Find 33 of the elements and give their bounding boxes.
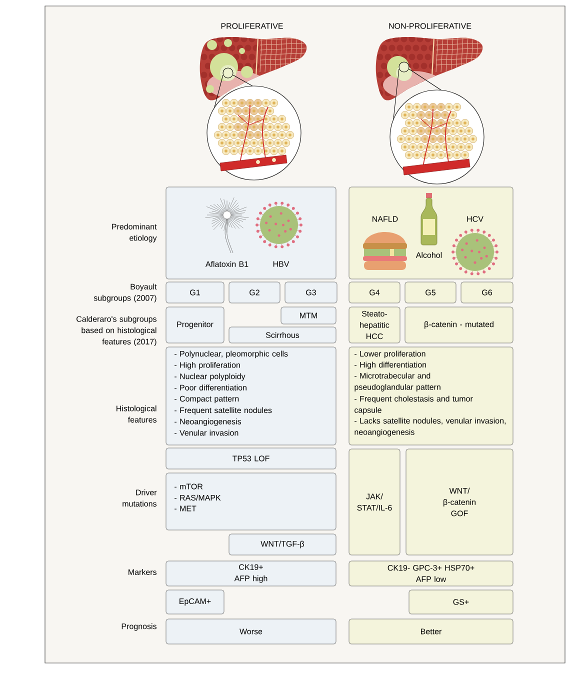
subgroup-box: G1 — [166, 282, 224, 304]
mutation-list-box: - mTOR - RAS/MAPK - MET — [166, 472, 336, 530]
row-label: Prognosis — [122, 623, 156, 631]
prognosis-box: Better — [348, 618, 514, 644]
mutation-box: JAK/ STAT/IL-6 — [348, 448, 400, 556]
row-label: Calderaro's subgroups based on histological features (2017) — [76, 316, 156, 346]
marker-box: GS+ — [408, 590, 514, 614]
prognosis-box: Worse — [166, 618, 336, 644]
subgroup-box: β-catenin - mutated — [404, 306, 514, 344]
marker-box: CK19- GPC-3+ HSP70+ AFP low — [348, 560, 514, 586]
feature-list-box: - Lower proliferation - High differentiation - Microtrabecular and pseudoglandular pattern - Frequent cholestasis and tumor capsule - Lacks satellite nodules, venular invasion, neoangiogenesis — [348, 346, 514, 446]
marker-box: EpCAM+ — [166, 590, 224, 614]
row-label: Histological features — [116, 405, 157, 423]
row-label: Driver mutations — [122, 489, 157, 507]
mutation-box: TP53 LOF — [166, 448, 336, 470]
subgroup-box: Scirrhous — [228, 326, 336, 344]
subgroup-box: Progenitor — [166, 306, 224, 344]
mutation-box: WNT/ β-catenin GOF — [406, 448, 514, 556]
feature-list-box: - Polynuclear, pleomorphic cells - High proliferation - Nuclear polyploidy - Poor differentiation - Compact pattern - Frequent satellite nodules - Neoangiogenesis - Venular invasion — [166, 346, 336, 446]
row-label: Markers — [128, 569, 157, 575]
column-heading: NON-PROLIFERATIVE — [389, 23, 472, 29]
subgroup-box: MTM — [280, 306, 336, 324]
subgroup-box: Steato-hepatitic HCC — [348, 306, 400, 344]
marker-box: CK19+ AFP high — [166, 560, 336, 586]
row-label: Predominant etiology — [112, 224, 157, 242]
subgroup-box: G2 — [228, 282, 280, 304]
row-label: Boyault subgroups (2007) — [94, 284, 157, 302]
subgroup-box: G5 — [404, 282, 456, 304]
column-heading: PROLIFERATIVE — [221, 23, 283, 29]
subgroup-box: G4 — [348, 282, 400, 304]
mutation-box: WNT/TGF-β — [228, 534, 336, 556]
subgroup-box: G3 — [284, 282, 338, 304]
subgroup-box: G6 — [460, 282, 514, 304]
